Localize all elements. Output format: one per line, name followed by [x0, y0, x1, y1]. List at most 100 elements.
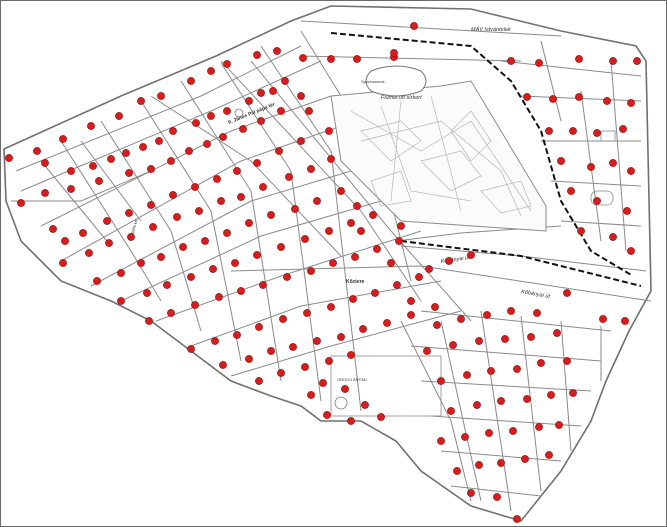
map-marker[interactable] — [483, 311, 491, 319]
map-marker[interactable] — [547, 391, 555, 399]
map-marker[interactable] — [353, 55, 361, 63]
map-marker[interactable] — [187, 345, 195, 353]
map-marker[interactable] — [207, 112, 215, 120]
map-marker[interactable] — [191, 301, 199, 309]
map-marker[interactable] — [103, 217, 111, 225]
map-marker[interactable] — [593, 197, 601, 205]
map-marker[interactable] — [329, 259, 337, 267]
map-marker[interactable] — [145, 317, 153, 325]
map-marker[interactable] — [475, 337, 483, 345]
map-marker[interactable] — [545, 451, 553, 459]
map-marker[interactable] — [475, 461, 483, 469]
map-marker[interactable] — [449, 341, 457, 349]
map-marker[interactable] — [410, 22, 418, 30]
map-marker[interactable] — [445, 257, 453, 265]
map-marker[interactable] — [223, 107, 231, 115]
map-marker[interactable] — [523, 395, 531, 403]
map-marker[interactable] — [277, 243, 285, 251]
map-marker[interactable] — [253, 159, 261, 167]
map-marker[interactable] — [377, 413, 385, 421]
map-marker[interactable] — [453, 467, 461, 475]
map-marker[interactable] — [157, 253, 165, 261]
map-marker[interactable] — [313, 337, 321, 345]
map-marker[interactable] — [307, 391, 315, 399]
map-marker[interactable] — [267, 211, 275, 219]
map-marker[interactable] — [107, 155, 115, 163]
map-marker[interactable] — [619, 125, 627, 133]
map-marker[interactable] — [497, 459, 505, 467]
map-marker[interactable] — [555, 421, 563, 429]
map-marker[interactable] — [563, 289, 571, 297]
map-marker[interactable] — [179, 243, 187, 251]
map-marker[interactable] — [467, 489, 475, 497]
map-marker[interactable] — [447, 407, 455, 415]
map-marker[interactable] — [125, 169, 133, 177]
map-marker[interactable] — [219, 133, 227, 141]
map-marker[interactable] — [163, 281, 171, 289]
map-marker[interactable] — [85, 249, 93, 257]
map-marker[interactable] — [219, 361, 227, 369]
map-marker[interactable] — [407, 311, 415, 319]
map-marker[interactable] — [431, 303, 439, 311]
map-marker[interactable] — [257, 89, 265, 97]
map-marker[interactable] — [59, 135, 67, 143]
map-marker[interactable] — [207, 67, 215, 75]
map-marker[interactable] — [253, 51, 261, 59]
map-marker[interactable] — [211, 337, 219, 345]
map-marker[interactable] — [192, 119, 200, 127]
map-marker[interactable] — [61, 237, 69, 245]
map-marker[interactable] — [203, 140, 211, 148]
map-marker[interactable] — [507, 307, 515, 315]
map-marker[interactable] — [233, 331, 241, 339]
map-marker[interactable] — [147, 201, 155, 209]
map-marker[interactable] — [307, 267, 315, 275]
map-marker[interactable] — [303, 309, 311, 317]
map-marker[interactable] — [599, 315, 607, 323]
map-marker[interactable] — [341, 385, 349, 393]
map-marker[interactable] — [347, 417, 355, 425]
map-marker[interactable] — [569, 389, 577, 397]
map-marker[interactable] — [549, 95, 557, 103]
map-marker[interactable] — [67, 185, 75, 193]
map-marker[interactable] — [283, 273, 291, 281]
map-marker[interactable] — [557, 157, 565, 165]
map-marker[interactable] — [143, 289, 151, 297]
map-marker[interactable] — [587, 163, 595, 171]
map-marker[interactable] — [137, 97, 145, 105]
map-marker[interactable] — [575, 93, 583, 101]
map-marker[interactable] — [523, 93, 531, 101]
map-marker[interactable] — [535, 423, 543, 431]
map-marker[interactable] — [627, 99, 635, 107]
map-marker[interactable] — [593, 129, 601, 137]
map-marker[interactable] — [217, 197, 225, 205]
map-marker[interactable] — [415, 273, 423, 281]
map-marker[interactable] — [507, 57, 515, 65]
map-marker[interactable] — [117, 269, 125, 277]
map-marker[interactable] — [187, 273, 195, 281]
map-marker[interactable] — [125, 209, 133, 217]
map-marker[interactable] — [603, 97, 611, 105]
map-marker[interactable] — [273, 47, 281, 55]
map-marker[interactable] — [245, 219, 253, 227]
map-marker[interactable] — [259, 183, 267, 191]
map-marker[interactable] — [299, 54, 307, 62]
map-marker[interactable] — [215, 293, 223, 301]
map-marker[interactable] — [167, 157, 175, 165]
map-marker[interactable] — [325, 227, 333, 235]
map-marker[interactable] — [513, 515, 521, 523]
map-marker[interactable] — [201, 237, 209, 245]
map-marker[interactable] — [425, 265, 433, 273]
map-marker[interactable] — [527, 333, 535, 341]
map-marker[interactable] — [233, 167, 241, 175]
map-marker[interactable] — [267, 347, 275, 355]
map-marker[interactable] — [521, 455, 529, 463]
map-marker[interactable] — [257, 117, 265, 125]
map-marker[interactable] — [397, 222, 405, 230]
map-marker[interactable] — [407, 297, 415, 305]
map-marker[interactable] — [319, 379, 327, 387]
map-marker[interactable] — [301, 235, 309, 243]
map-marker[interactable] — [387, 259, 395, 267]
map-marker[interactable] — [513, 365, 521, 373]
map-marker[interactable] — [577, 227, 585, 235]
